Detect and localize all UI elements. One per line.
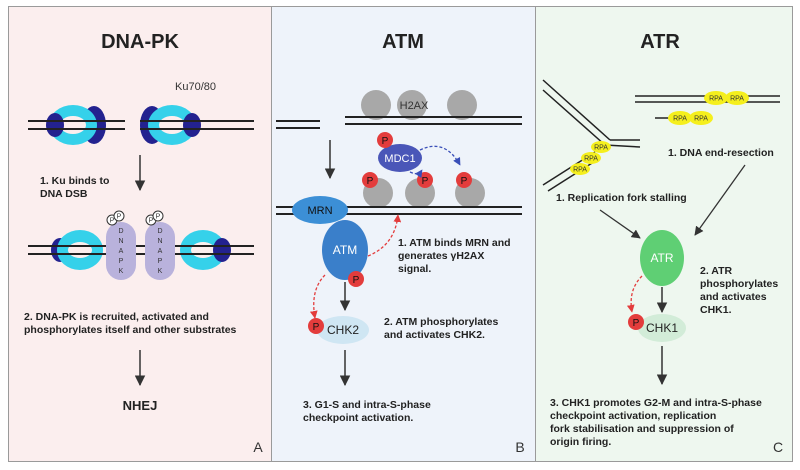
panel-c-step2-line2: phosphorylates <box>700 278 778 290</box>
svg-text:D: D <box>118 228 123 235</box>
svg-text:ATR: ATR <box>650 251 673 265</box>
chk2-phospho: P <box>308 318 324 334</box>
rpa-resection: RPA RPA RPA RPA <box>668 91 749 125</box>
svg-text:P: P <box>149 218 154 225</box>
svg-text:RPA: RPA <box>573 167 587 174</box>
atr: ATR <box>640 230 684 286</box>
svg-text:P: P <box>422 176 429 187</box>
arrow-c-fork <box>599 209 641 239</box>
panel-c-step2-line3: and activates <box>700 291 767 303</box>
panel-b-step2-line1: 2. ATM phosphorylates <box>384 316 499 328</box>
panel-b-step1-line3: signal. <box>398 263 431 275</box>
panel-c-step3-line1: 3. CHK1 promotes G2-M and intra-S-phase <box>550 397 762 409</box>
atr-to-chk1-arrow <box>626 275 643 313</box>
mdc1-phospho: P <box>377 132 393 148</box>
chk1-phospho: P <box>628 314 644 330</box>
svg-text:P: P <box>156 214 161 221</box>
panel-a-corner-label: A <box>253 439 263 455</box>
svg-text:CHK2: CHK2 <box>327 323 359 337</box>
panel-c-step3-line4: origin firing. <box>550 436 611 448</box>
ku-complex-left <box>28 105 112 145</box>
svg-text:P: P <box>633 318 640 329</box>
panel-c-step3-line3: fork stabilisation and suppression of <box>550 423 734 435</box>
panel-c-title: ATR <box>640 31 680 53</box>
svg-text:A: A <box>119 248 124 255</box>
svg-text:RPA: RPA <box>730 96 744 103</box>
svg-text:N: N <box>157 238 162 245</box>
autophosphorylation-marks: P P P P <box>106 210 164 226</box>
chk1: CHK1 <box>638 314 686 342</box>
stalled-replication-fork <box>542 79 641 192</box>
svg-text:K: K <box>119 268 124 275</box>
chk2: CHK2 <box>317 316 369 344</box>
panel-b-step3-line2: checkpoint activation. <box>303 412 413 424</box>
panel-b-step3-line1: 3. G1-S and intra-S-phase <box>303 399 431 411</box>
dna-pk-complex <box>28 222 254 280</box>
mdc1: MDC1 <box>378 144 422 172</box>
panel-b-step1-line1: 1. ATM binds MRN and <box>398 237 511 249</box>
panel-c-corner-label: C <box>773 439 783 455</box>
panel-c-step2-line1: 2. ATR <box>700 265 733 277</box>
dnapk-letters-right: D N A P K <box>157 228 162 275</box>
atm-to-h2ax-arrow <box>367 214 402 257</box>
svg-text:P: P <box>119 258 124 265</box>
resection-label: 1. DNA end-resection <box>668 147 774 159</box>
svg-text:A: A <box>158 248 163 255</box>
svg-text:P: P <box>353 275 360 286</box>
svg-text:ATM: ATM <box>333 243 357 257</box>
panel-b-title: ATM <box>382 31 424 53</box>
panel-c-step2-line4: CHK1. <box>700 304 732 316</box>
svg-text:CHK1: CHK1 <box>646 321 678 335</box>
atm: ATM <box>322 220 368 280</box>
svg-text:P: P <box>117 214 122 221</box>
rpa-fork: RPA RPA RPA <box>570 141 611 175</box>
panel-a-step2-line1: 2. DNA-PK is recruited, activated and <box>24 311 209 323</box>
ku-label: Ku70/80 <box>175 81 216 93</box>
chromatin-h2ax <box>345 90 522 125</box>
atm-to-chk2-arrow <box>309 274 326 319</box>
nhej-label: NHEJ <box>123 398 158 413</box>
atm-phospho: P <box>348 271 364 287</box>
svg-text:MDC1: MDC1 <box>384 153 415 165</box>
mdc1-spread-arrow-1 <box>419 145 461 166</box>
panel-b-step1-line2: generates γH2AX <box>398 250 484 262</box>
panel-b-corner-label: B <box>515 439 524 455</box>
panel-a-step1-line1: 1. Ku binds to <box>40 175 109 187</box>
svg-text:RPA: RPA <box>584 156 598 163</box>
gamma-h2ax-phospho: P P P <box>362 172 472 188</box>
panel-b-step2-line2: and activates CHK2. <box>384 329 485 341</box>
panel-atm <box>271 6 536 462</box>
svg-text:P: P <box>110 218 115 225</box>
svg-text:P: P <box>382 136 389 147</box>
svg-text:P: P <box>158 258 163 265</box>
svg-text:P: P <box>367 176 374 187</box>
mrn: MRN <box>292 196 348 224</box>
svg-text:P: P <box>461 176 468 187</box>
arrow-c-resection <box>694 164 746 236</box>
panel-c-step3-line2: checkpoint activation, replication <box>550 410 716 422</box>
svg-text:RPA: RPA <box>709 96 723 103</box>
panel-a-step2-line2: phosphorylates itself and other substrat… <box>24 324 237 336</box>
svg-text:D: D <box>157 228 162 235</box>
mdc1-spread-arrow-2 <box>409 169 423 179</box>
svg-text:P: P <box>313 322 320 333</box>
svg-text:K: K <box>158 268 163 275</box>
ku-complex-right <box>140 105 254 145</box>
panel-a-title: DNA-PK <box>101 31 179 53</box>
svg-text:MRN: MRN <box>307 205 332 217</box>
h2ax-label: H2AX <box>400 100 429 112</box>
dna-end-left <box>276 120 320 129</box>
svg-text:RPA: RPA <box>594 145 608 152</box>
dnapk-letters-left: D N A P K <box>118 228 123 275</box>
panel-a-step1-line2: DNA DSB <box>40 188 88 200</box>
svg-text:RPA: RPA <box>694 116 708 123</box>
svg-text:N: N <box>118 238 123 245</box>
svg-text:RPA: RPA <box>673 116 687 123</box>
fork-stalling-label: 1. Replication fork stalling <box>556 192 687 204</box>
